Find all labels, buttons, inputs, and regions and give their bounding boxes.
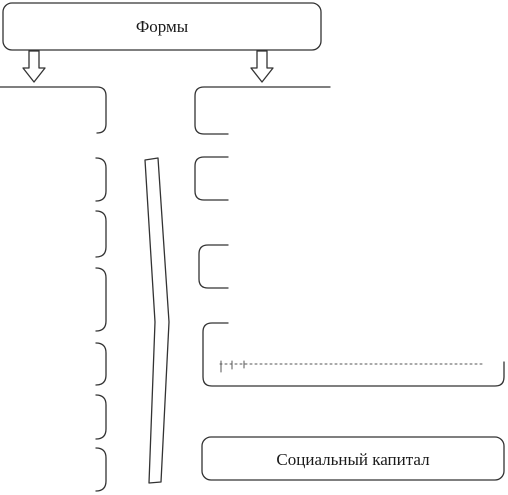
cropped-text-residue-ticks <box>220 360 245 373</box>
right-box-2 <box>194 156 229 201</box>
left-box-6 <box>95 394 107 440</box>
header-box <box>2 2 322 51</box>
left-box-2 <box>95 157 107 202</box>
left-box-5 <box>95 342 107 386</box>
left-box-top <box>0 86 107 134</box>
left-box-7 <box>95 447 107 492</box>
left-down-arrow <box>22 50 46 83</box>
right-box-4 <box>202 322 505 387</box>
social-capital-label: Социальный капитал <box>276 450 430 469</box>
right-down-arrow <box>250 50 274 83</box>
left-box-3 <box>95 210 107 258</box>
left-box-4 <box>95 267 107 332</box>
bracket-chevron <box>144 157 170 484</box>
right-box-top <box>194 86 331 135</box>
header-title: Формы <box>135 17 189 36</box>
social-capital-box <box>201 436 505 481</box>
right-box-3 <box>198 244 229 289</box>
